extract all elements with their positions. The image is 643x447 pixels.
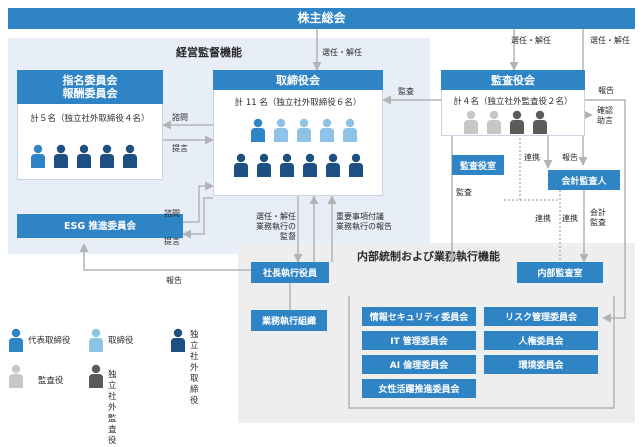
connector-lines [79,29,626,409]
board-member-count: 計 11 名（独立社外取締役６名） [234,98,362,108]
legend-label: 取締役 [108,336,134,346]
label-report-mid: 報告 [562,153,578,162]
board-header: 取締役会 [213,70,383,90]
person-icon [31,144,45,168]
person-icon [303,153,317,177]
label-audit-down: 監査 [456,188,472,197]
person-icon [234,153,248,177]
person-icon [320,118,334,142]
board-members-row2 [233,153,373,179]
legend-label: 代表取締役 [28,336,71,346]
shareholders-meeting: 株主総会 [8,8,635,29]
audit-board-member-count: 計４名（独立社外監査役２名） [453,97,573,107]
person-icon [326,153,340,177]
person-icon [533,110,547,134]
label-elect-dismiss-3: 選任・解任 [590,36,630,45]
legend-label: 監査役 [38,376,64,386]
committee-ai-ethics: AI 倫理委員会 [362,355,476,374]
label-propose-1: 提言 [172,144,188,153]
committee-human-rights: 人権委員会 [484,331,598,350]
label-report-matters: 重要事項付議 業務執行の報告 [336,212,392,231]
person-icon [54,144,68,168]
committee-risk: リスク管理委員会 [484,307,598,326]
label-elect-supervise: 選任・解任 業務執行の監督 [256,212,296,241]
person-icon [100,144,114,168]
label-elect-dismiss-1: 選任・解任 [322,48,362,57]
board-members-row1 [250,118,370,144]
accounting-auditor: 会計監査人 [548,170,620,190]
committee-info-security: 情報セキュリティ委員会 [362,307,476,326]
label-report-top: 報告 [598,86,614,95]
exec-org-box: 業務執行組織 [251,310,327,331]
committee-women: 女性活躍推進委員会 [362,379,476,398]
person-icon [9,364,23,388]
person-icon [123,144,137,168]
person-icon [297,118,311,142]
management-panel-title: 経営監督機能 [176,46,242,59]
person-icon [280,153,294,177]
person-icon [9,328,23,352]
committee-environment: 環境委員会 [484,355,598,374]
person-icon [464,110,478,134]
person-icon [89,364,103,388]
person-icon [343,118,357,142]
audit-board-header: 監査役会 [441,70,585,90]
esg-committee: ESG 推進委員会 [17,214,183,238]
legend-label: 独立社外 監査役 [108,370,117,446]
person-icon [510,110,524,134]
person-icon [171,328,185,352]
label-cooperation-2: 連携 [535,214,551,223]
person-icon [349,153,363,177]
label-propose-2: 提言 [164,237,180,246]
nomination-committee-header: 指名委員会 報酬委員会 [17,70,163,104]
person-icon [89,328,103,352]
label-elect-dismiss-2: 選任・解任 [511,36,551,45]
person-icon [274,118,288,142]
audit-office: 監査役室 [452,155,504,175]
label-report-left: 報告 [166,276,182,285]
committee-it: IT 管理委員会 [362,331,476,350]
label-cooperation-1: 連携 [524,153,540,162]
person-icon [251,118,265,142]
person-icon [487,110,501,134]
label-confirm-advise: 確認 助言 [597,106,613,125]
label-consult-2: 諮問 [164,209,180,218]
internal-control-panel-title: 内部統制および業務執行機能 [357,250,500,263]
ceo-box: 社長執行役員 [251,262,329,283]
label-consult-1: 諮問 [172,113,188,122]
person-icon [257,153,271,177]
label-accounting-audit: 会計 監査 [590,208,606,227]
nomination-member-count: 計５名（独立社外取締役４名） [30,114,150,124]
label-cooperation-3: 連携 [562,214,578,223]
legend: 代表取締役 取締役 独立社外 取締役 監査役 独立社外 監査役 [6,326,236,446]
nomination-members [30,144,150,170]
audit-board-members [463,110,563,136]
legend-label: 独立社外 取締役 [190,330,199,406]
internal-audit-box: 内部監査室 [517,262,603,283]
label-audit-board: 監査 [398,87,414,96]
person-icon [77,144,91,168]
